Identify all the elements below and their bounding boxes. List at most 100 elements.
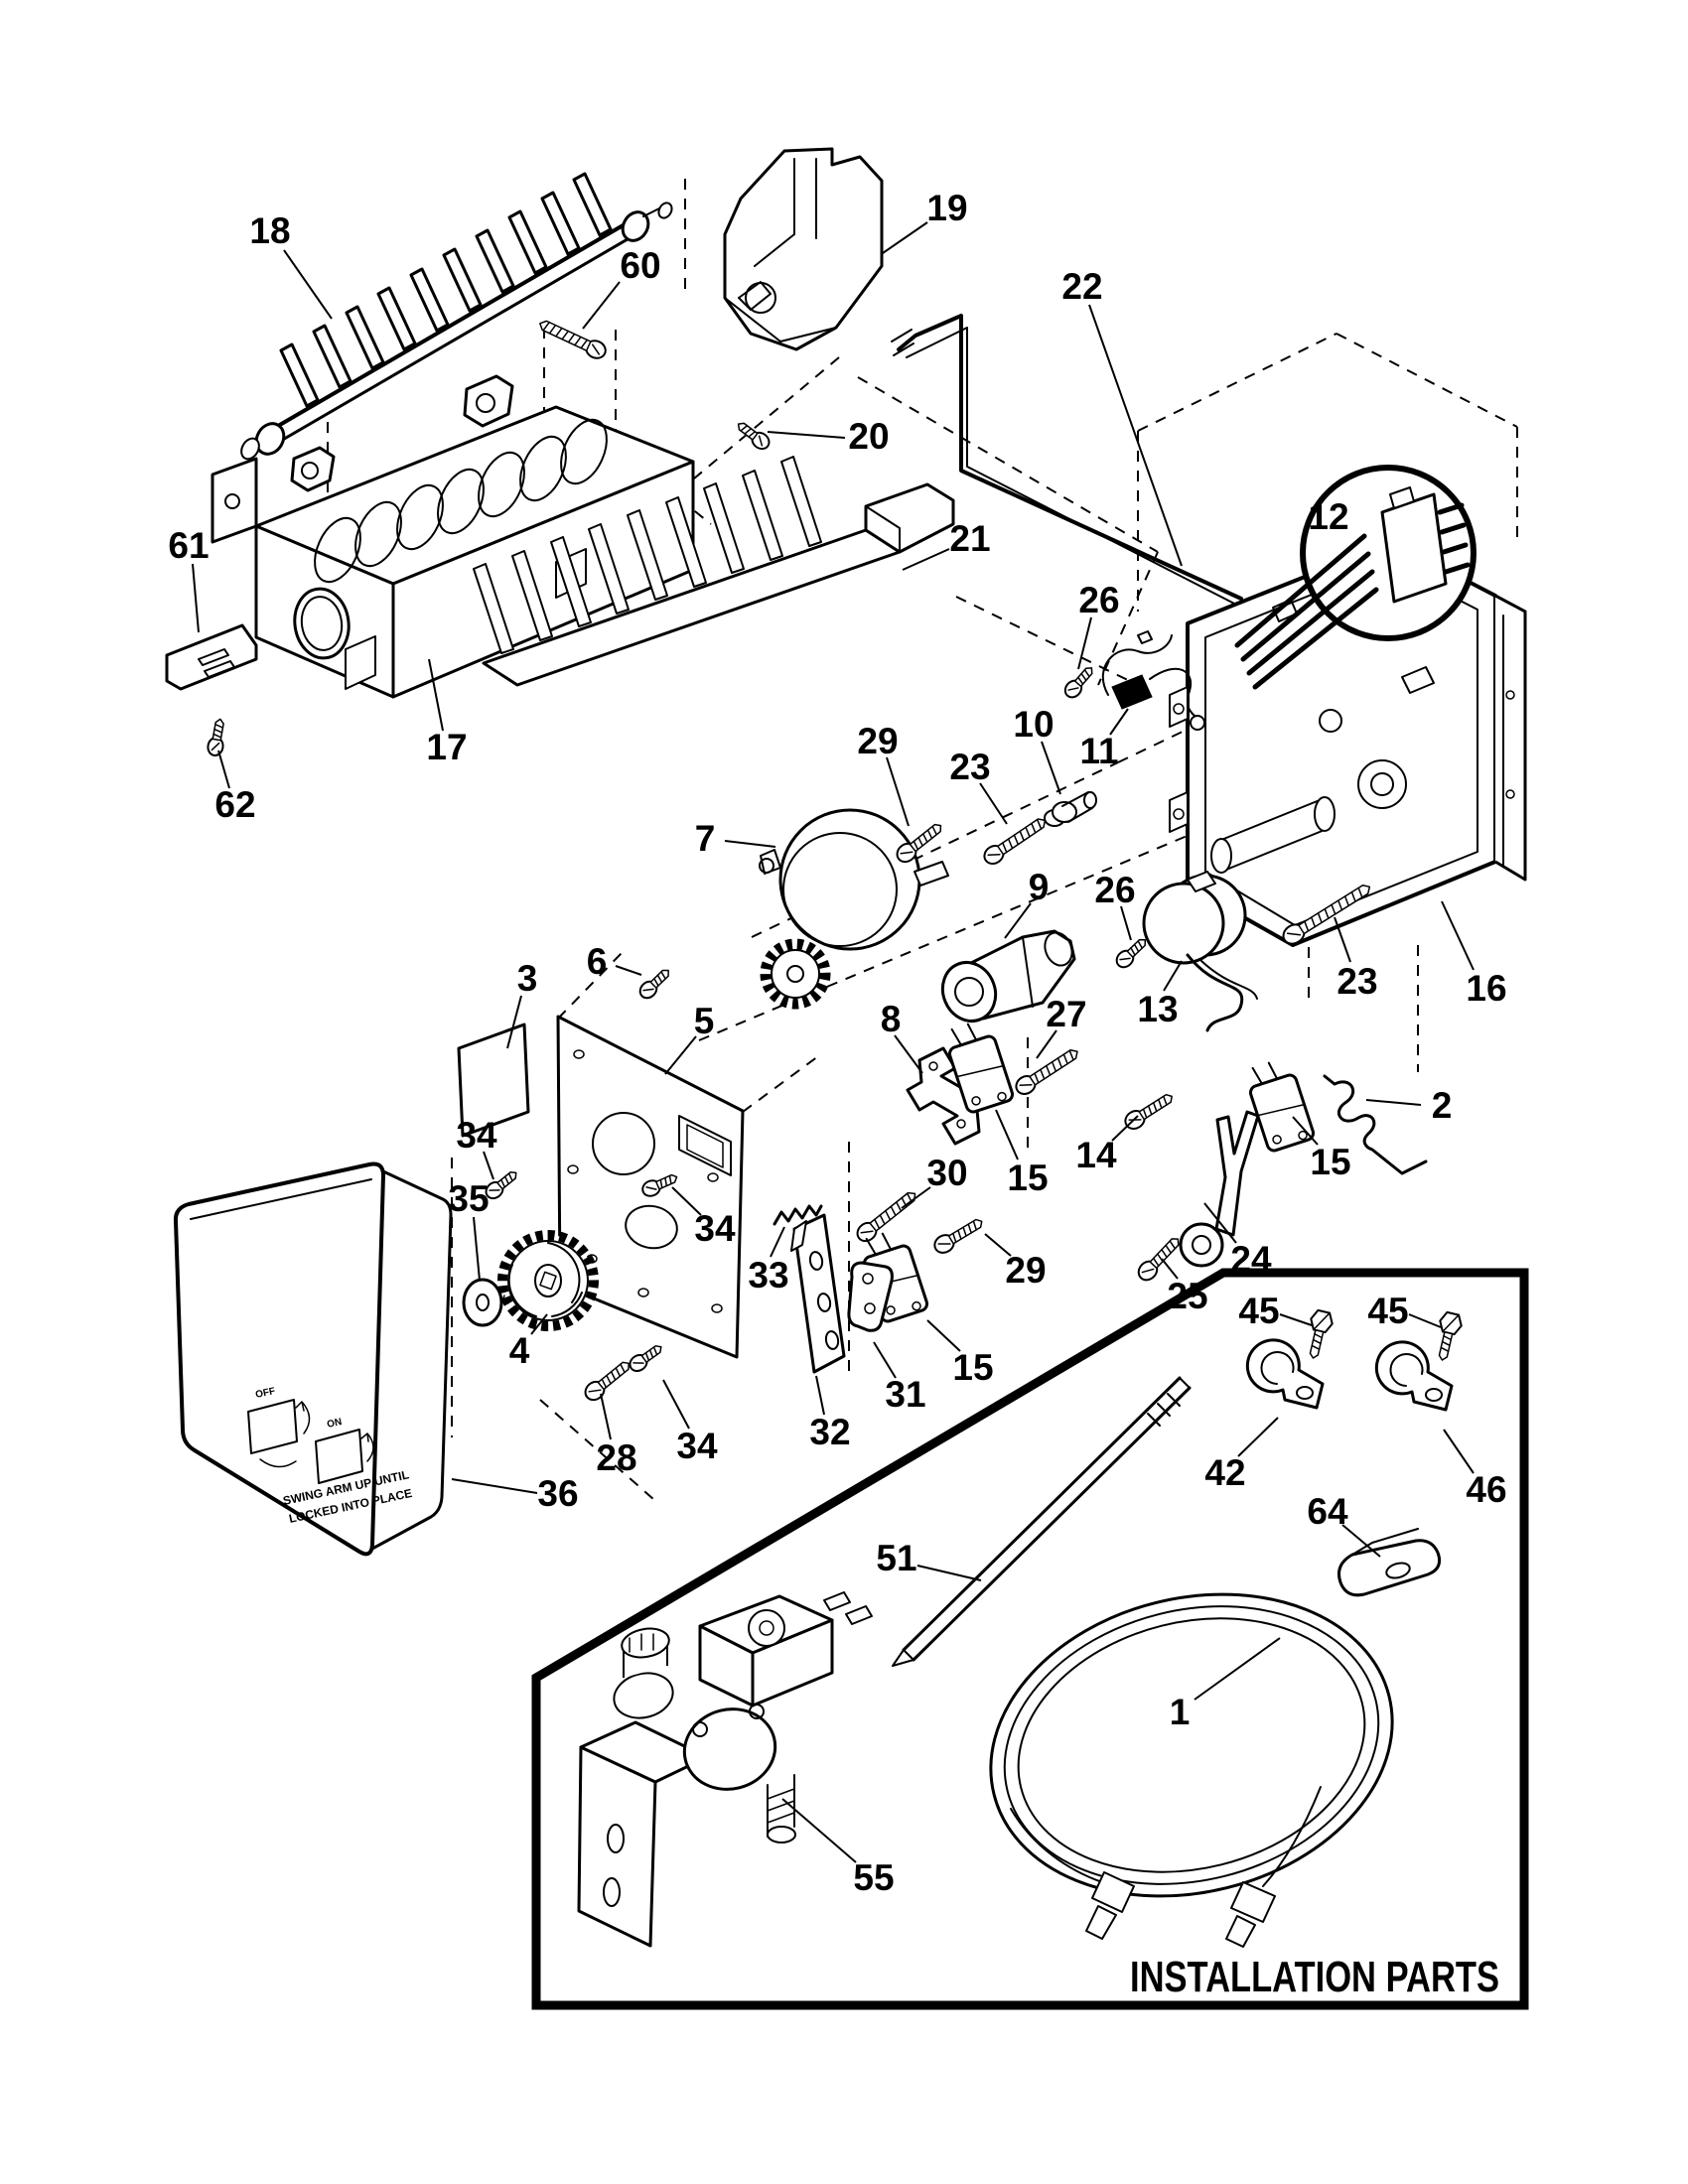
part-12-connector-detail [1234, 465, 1477, 690]
part-label-28: 28 [596, 1437, 636, 1478]
part-13-solenoid [1142, 871, 1258, 1032]
part-label-26: 26 [1094, 870, 1135, 910]
leader-line-64 [1341, 1524, 1381, 1558]
leader-line-51 [916, 1565, 982, 1581]
part-label-31: 31 [885, 1374, 925, 1415]
leader-line-13 [1163, 960, 1183, 992]
leader-line-20 [767, 431, 846, 439]
leader-line-34 [671, 1186, 702, 1216]
leader-line-6 [615, 965, 642, 976]
leader-line-23 [1334, 916, 1351, 963]
part-3-pad [457, 1023, 530, 1138]
part-label-62: 62 [214, 784, 255, 825]
part-label-18: 18 [249, 210, 290, 251]
part-23-screw-a [979, 812, 1052, 869]
part-32-bracket-plate [790, 1213, 846, 1374]
leader-line-27 [1036, 1029, 1057, 1059]
leader-line-30 [901, 1186, 931, 1209]
leader-line-34 [483, 1151, 494, 1180]
leader-line-11 [1109, 708, 1129, 736]
leader-line-36 [451, 1478, 538, 1494]
part-22-fill-wire [891, 314, 1243, 607]
part-label-24: 24 [1230, 1239, 1272, 1280]
leader-line-19 [882, 221, 928, 254]
part-label-45: 45 [1367, 1291, 1408, 1331]
part-30-screw [852, 1185, 921, 1246]
part-label-14: 14 [1075, 1135, 1117, 1175]
leader-line-31 [873, 1341, 897, 1379]
leader-line-35 [473, 1216, 481, 1282]
part-label-45: 45 [1238, 1291, 1279, 1331]
part-label-42: 42 [1204, 1452, 1245, 1493]
part-28-screw [580, 1355, 635, 1405]
part-label-35: 35 [448, 1178, 489, 1219]
leader-line-26 [1077, 616, 1092, 670]
part-45-screw-a [1301, 1307, 1336, 1362]
part-27-screw [1011, 1043, 1083, 1099]
part-label-1: 1 [1170, 1692, 1191, 1732]
part-label-29: 29 [1005, 1250, 1046, 1291]
leader-line-5 [664, 1035, 697, 1075]
leader-line-18 [283, 249, 333, 320]
part-8-bracket [906, 1046, 993, 1146]
leader-line-1 [1194, 1637, 1281, 1701]
leader-line-61 [192, 563, 200, 633]
leader-line-62 [217, 750, 230, 789]
part-label-61: 61 [168, 525, 209, 566]
part-label-15: 15 [1310, 1142, 1350, 1182]
leader-line-7 [724, 840, 776, 848]
part-2-spring [1323, 1074, 1428, 1175]
leader-line-45 [1279, 1313, 1313, 1326]
part-20-screw [733, 417, 774, 454]
leader-line-55 [781, 1798, 857, 1863]
part-29-screw-b [930, 1213, 988, 1258]
leader-line-29 [984, 1233, 1012, 1257]
part-label-27: 27 [1046, 994, 1086, 1034]
part-19-support-cover [723, 147, 884, 351]
leader-line-3 [506, 995, 522, 1049]
leader-line-33 [770, 1226, 785, 1258]
part-label-22: 22 [1061, 266, 1102, 307]
part-label-15: 15 [1007, 1158, 1048, 1198]
leader-line-22 [1088, 304, 1183, 567]
part-label-46: 46 [1466, 1469, 1506, 1510]
part-label-9: 9 [1029, 867, 1050, 907]
part-14-screw [1120, 1088, 1178, 1134]
part-34-screw-c [626, 1339, 667, 1376]
mold-ears [290, 374, 514, 492]
part-label-29: 29 [857, 721, 898, 761]
leader-line-60 [582, 281, 621, 330]
part-label-15: 15 [952, 1347, 993, 1388]
leader-line-21 [902, 548, 950, 571]
leader-line-42 [1237, 1417, 1279, 1457]
leader-line-24 [1203, 1202, 1237, 1244]
leader-line-29 [886, 756, 910, 827]
part-label-23: 23 [949, 747, 990, 787]
part-24-lever-arm [1179, 1110, 1260, 1268]
part-61-bracket [165, 623, 258, 691]
part-33-spring [773, 1204, 823, 1226]
part-label-21: 21 [949, 518, 990, 559]
leader-line-46 [1443, 1429, 1475, 1474]
part-11-wire-clip [1101, 630, 1205, 731]
part-51-fill-tube [892, 1376, 1192, 1667]
leader-line-25 [1161, 1258, 1179, 1280]
part-label-2: 2 [1432, 1085, 1453, 1126]
part-label-8: 8 [881, 999, 902, 1039]
part-36-front-cover: OFF ON SWING ARM UP UNTIL LOCKED INTO PL… [173, 1161, 453, 1557]
leader-line-45 [1408, 1313, 1442, 1328]
part-label-34: 34 [694, 1208, 736, 1249]
leader-line-8 [894, 1034, 923, 1074]
part-label-23: 23 [1336, 961, 1377, 1002]
part-label-5: 5 [694, 1001, 715, 1041]
leader-line-2 [1365, 1099, 1422, 1106]
part-26-screw-b [1112, 933, 1152, 972]
part-15-switch-b [1241, 1054, 1317, 1155]
part-label-33: 33 [748, 1255, 788, 1296]
part-label-4: 4 [509, 1330, 530, 1371]
leader-line-17 [428, 658, 444, 732]
part-label-55: 55 [853, 1857, 894, 1898]
part-label-17: 17 [426, 727, 467, 767]
